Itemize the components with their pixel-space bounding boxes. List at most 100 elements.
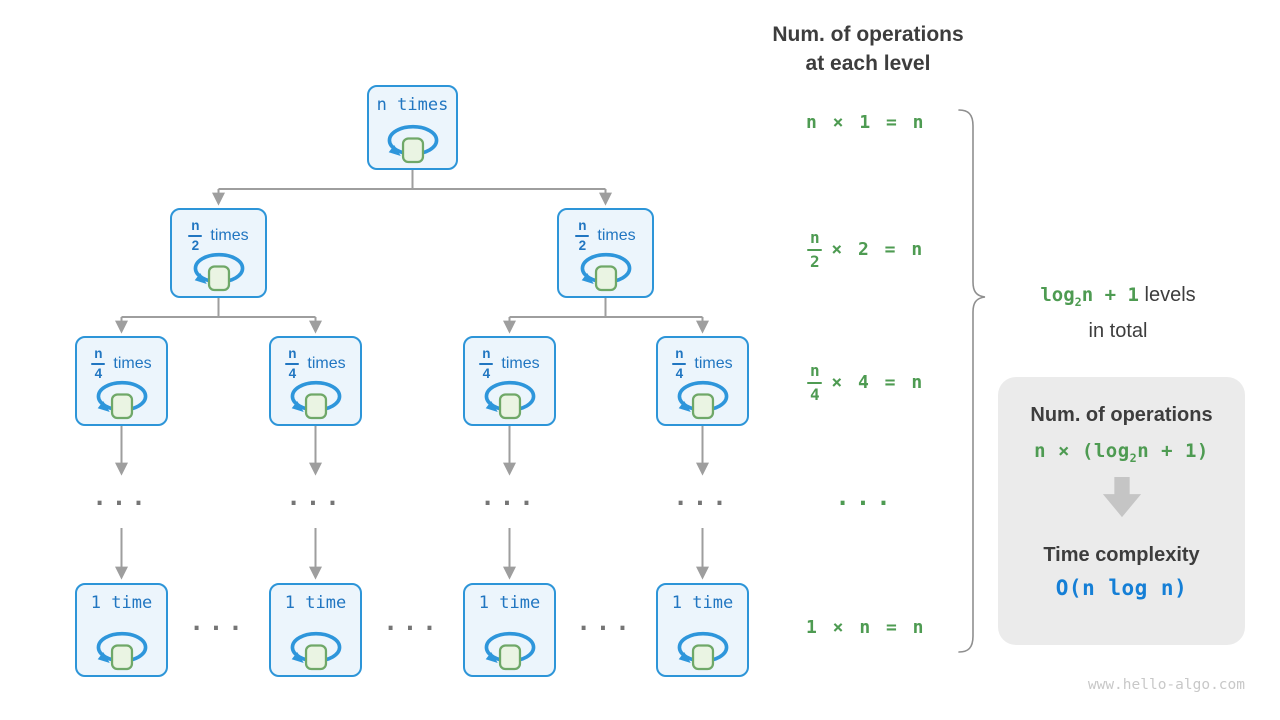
node-label: n times xyxy=(376,95,449,115)
ops-row-ellipsis: ... xyxy=(835,483,897,511)
ellipsis-bottom-gap-2: ... xyxy=(383,608,442,636)
summary-title: Num. of operations xyxy=(1030,404,1213,426)
ellipsis-column-1: ... xyxy=(92,483,151,511)
node-label: 1 time xyxy=(284,593,347,613)
times-word: times xyxy=(210,226,249,244)
loop-icon xyxy=(484,631,535,671)
loop-icon xyxy=(96,380,147,420)
summary-complexity: O(n log n) xyxy=(1055,575,1188,600)
down-block-arrow-icon xyxy=(1102,476,1141,517)
loop-icon xyxy=(193,252,244,292)
node-label: 1 time xyxy=(671,593,734,613)
loop-icon xyxy=(677,631,728,671)
ellipsis-bottom-gap-1: ... xyxy=(189,608,248,636)
ops-per-level-header: Num. of operations at each level xyxy=(736,20,1000,78)
tree-edges xyxy=(115,170,709,580)
node-label: 1 time xyxy=(90,593,153,613)
loop-icon xyxy=(387,124,438,164)
watermark: www.hello-algo.com xyxy=(1087,677,1245,693)
tree-node-bottom-3: 1 time xyxy=(463,583,556,677)
fraction-denominator: 4 xyxy=(94,365,103,381)
fraction-bar xyxy=(188,234,203,237)
fraction-bar xyxy=(575,234,590,237)
levels-formula-post: n + 1 xyxy=(1081,284,1139,306)
tree-node-bottom-1: 1 time xyxy=(75,583,168,677)
loop-icon xyxy=(290,380,341,420)
ops-row-rest: × 2 = n xyxy=(831,239,925,260)
ellipsis-column-2: ... xyxy=(286,483,345,511)
tree-node-bottom-2: 1 time xyxy=(269,583,362,677)
ops-per-level-header-line1: Num. of operations xyxy=(772,23,964,46)
tree-node-l1: n times xyxy=(367,85,458,170)
fraction-denominator: 2 xyxy=(809,251,820,271)
fraction-numerator: n xyxy=(288,346,297,361)
loop-icon xyxy=(677,380,728,420)
levels-total-line1: log2n + 1 levels xyxy=(988,281,1248,317)
levels-total-line2: in total xyxy=(1088,319,1148,342)
summary-subtitle: Time complexity xyxy=(1043,543,1200,566)
fraction-bar xyxy=(91,362,106,365)
fraction-denominator: 4 xyxy=(809,384,820,404)
fraction-numerator: n xyxy=(675,346,684,361)
loop-icon xyxy=(484,380,535,420)
levels-formula-pre: log xyxy=(1040,284,1075,306)
levels-brace xyxy=(958,109,986,653)
fraction-denominator: 4 xyxy=(288,365,297,381)
times-word: times xyxy=(307,354,346,372)
fraction-denominator: 2 xyxy=(578,237,587,253)
ops-row-bottom: 1 × n = n xyxy=(805,617,927,638)
loop-icon xyxy=(580,252,631,292)
times-word: times xyxy=(113,354,152,372)
ellipsis-bottom-gap-3: ... xyxy=(576,608,635,636)
fraction-bar xyxy=(672,362,687,365)
ellipsis-column-4: ... xyxy=(673,483,732,511)
times-word: times xyxy=(501,354,540,372)
loop-icon xyxy=(290,631,341,671)
fraction-bar xyxy=(807,381,823,385)
times-word: times xyxy=(597,226,636,244)
fraction-numerator: n xyxy=(809,361,820,381)
summary-formula-sub: 2 xyxy=(1129,450,1138,465)
summary-formula: n × (log2n + 1) xyxy=(1034,440,1209,465)
fraction-denominator: 2 xyxy=(191,237,200,253)
fraction-denominator: 4 xyxy=(675,365,684,381)
summary-formula-post: n + 1) xyxy=(1137,440,1209,462)
times-word: times xyxy=(694,354,733,372)
fraction-denominator: 4 xyxy=(482,365,491,381)
fraction-numerator: n xyxy=(191,218,200,233)
fraction-numerator: n xyxy=(809,228,820,248)
levels-formula-sub: 2 xyxy=(1074,294,1082,309)
summary-box: Num. of operations n × (log2n + 1) Time … xyxy=(998,377,1245,645)
loop-icon xyxy=(96,631,147,671)
ops-per-level-header-line2: at each level xyxy=(805,52,931,75)
ops-row-rest: × 4 = n xyxy=(831,372,925,393)
tree-node-bottom-4: 1 time xyxy=(656,583,749,677)
ops-row-level1: n × 1 = n xyxy=(805,112,927,133)
fraction-bar xyxy=(807,248,823,252)
levels-formula: log2n + 1 xyxy=(1040,284,1139,309)
fraction-numerator: n xyxy=(578,218,587,233)
ellipsis-column-3: ... xyxy=(480,483,539,511)
levels-total-label: log2n + 1 levels in total xyxy=(988,281,1248,346)
